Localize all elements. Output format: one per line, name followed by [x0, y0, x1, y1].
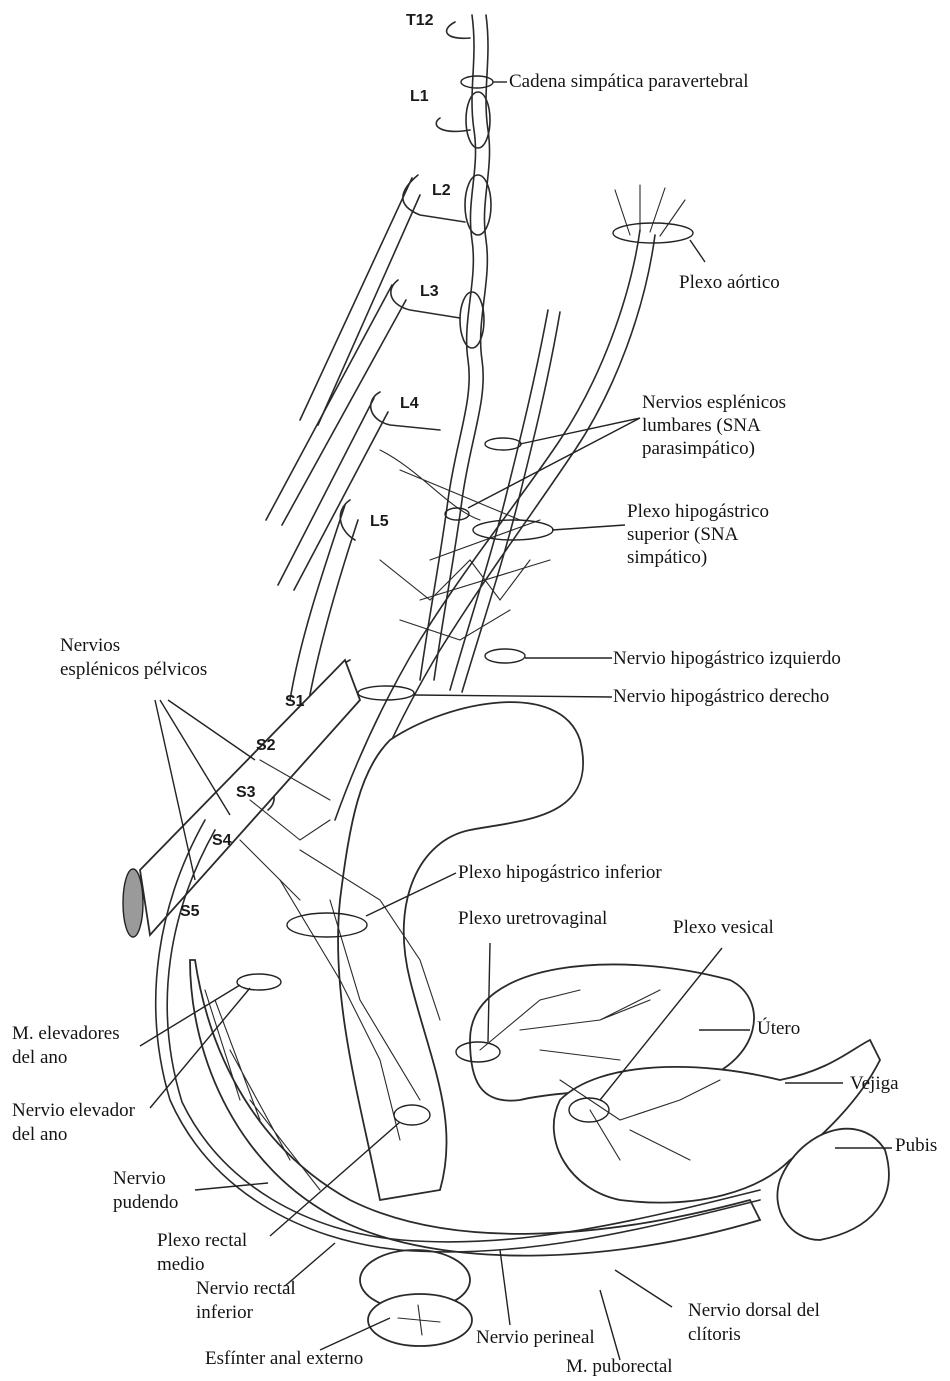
- segment-label-l5: L5: [370, 513, 389, 531]
- label-m-elevadores-del-ano: M. elevadores del ano: [12, 1023, 120, 1069]
- label-line: inferior: [196, 1302, 296, 1324]
- label-plexo-rectal-medio: Plexo rectal medio: [157, 1230, 247, 1276]
- label-line: medio: [157, 1254, 247, 1276]
- label-line: clítoris: [688, 1324, 820, 1346]
- segment-label-t12: T12: [406, 12, 434, 30]
- segment-label-s4: S4: [212, 832, 232, 850]
- label-line: Plexo hipogástrico: [627, 501, 769, 523]
- rectum: [338, 702, 583, 1200]
- spinal-nerve-roots: [262, 22, 470, 810]
- label-nervio-hipogastrico-derecho: Nervio hipogástrico derecho: [613, 686, 829, 708]
- label-nervio-rectal-inferior: Nervio rectal inferior: [196, 1278, 296, 1324]
- label-vejiga: Vejiga: [850, 1073, 899, 1095]
- label-plexo-hipogastrico-inferior: Plexo hipogástrico inferior: [458, 862, 662, 884]
- label-line: del ano: [12, 1124, 135, 1146]
- label-m-puborectal: M. puborectal: [566, 1356, 673, 1378]
- label-cadena-simpatica: Cadena simpática paravertebral: [509, 71, 749, 93]
- label-nervios-esplenicos-lumbares: Nervios esplénicos lumbares (SNA parasim…: [642, 392, 786, 460]
- segment-label-l4: L4: [400, 395, 419, 413]
- segment-label-s3: S3: [236, 784, 256, 802]
- label-utero: Útero: [757, 1018, 800, 1040]
- segment-label-l2: L2: [432, 182, 451, 200]
- label-line: Nervios: [60, 635, 207, 657]
- label-nervio-dorsal-del-clitoris: Nervio dorsal del clítoris: [688, 1300, 820, 1346]
- label-plexo-hipogastrico-superior: Plexo hipogástrico superior (SNA simpáti…: [627, 501, 769, 569]
- segment-label-s2: S2: [256, 737, 276, 755]
- label-esfinter-anal-externo: Esfínter anal externo: [205, 1348, 363, 1370]
- label-line: Nervios esplénicos: [642, 392, 786, 414]
- label-nervio-hipogastrico-izquierdo: Nervio hipogástrico izquierdo: [613, 648, 841, 670]
- segment-label-s5: S5: [180, 903, 200, 921]
- label-line: simpático): [627, 547, 769, 569]
- anal-sphincter: [360, 1250, 472, 1346]
- label-line: Plexo rectal: [157, 1230, 247, 1252]
- label-line: Nervio dorsal del: [688, 1300, 820, 1322]
- segment-label-s1: S1: [285, 693, 305, 711]
- label-nervio-pudendo: Nervio pudendo: [113, 1168, 178, 1214]
- label-nervio-elevador-del-ano: Nervio elevador del ano: [12, 1100, 135, 1146]
- label-nervios-esplenicos-pelvicos: Nervios esplénicos pélvicos: [60, 635, 207, 681]
- label-plexo-uretrovaginal: Plexo uretrovaginal: [458, 908, 607, 930]
- label-nervio-perineal: Nervio perineal: [476, 1327, 595, 1349]
- label-line: esplénicos pélvicos: [60, 659, 207, 681]
- sympathetic-chain: [420, 15, 491, 680]
- label-line: parasimpático): [642, 438, 786, 460]
- label-line: Nervio: [113, 1168, 178, 1190]
- label-line: del ano: [12, 1047, 120, 1069]
- nerve-cut-section: [123, 869, 143, 937]
- label-line: superior (SNA: [627, 524, 769, 546]
- segment-label-l3: L3: [420, 283, 439, 301]
- label-line: pudendo: [113, 1192, 178, 1214]
- label-plexo-vesical: Plexo vesical: [673, 917, 774, 939]
- label-line: Nervio rectal: [196, 1278, 296, 1300]
- label-line: lumbares (SNA: [642, 415, 786, 437]
- label-pubis: Pubis: [895, 1135, 937, 1157]
- label-line: M. elevadores: [12, 1023, 120, 1045]
- segment-label-l1: L1: [410, 88, 429, 106]
- label-line: Nervio elevador: [12, 1100, 135, 1122]
- label-plexo-aortico: Plexo aórtico: [679, 272, 780, 294]
